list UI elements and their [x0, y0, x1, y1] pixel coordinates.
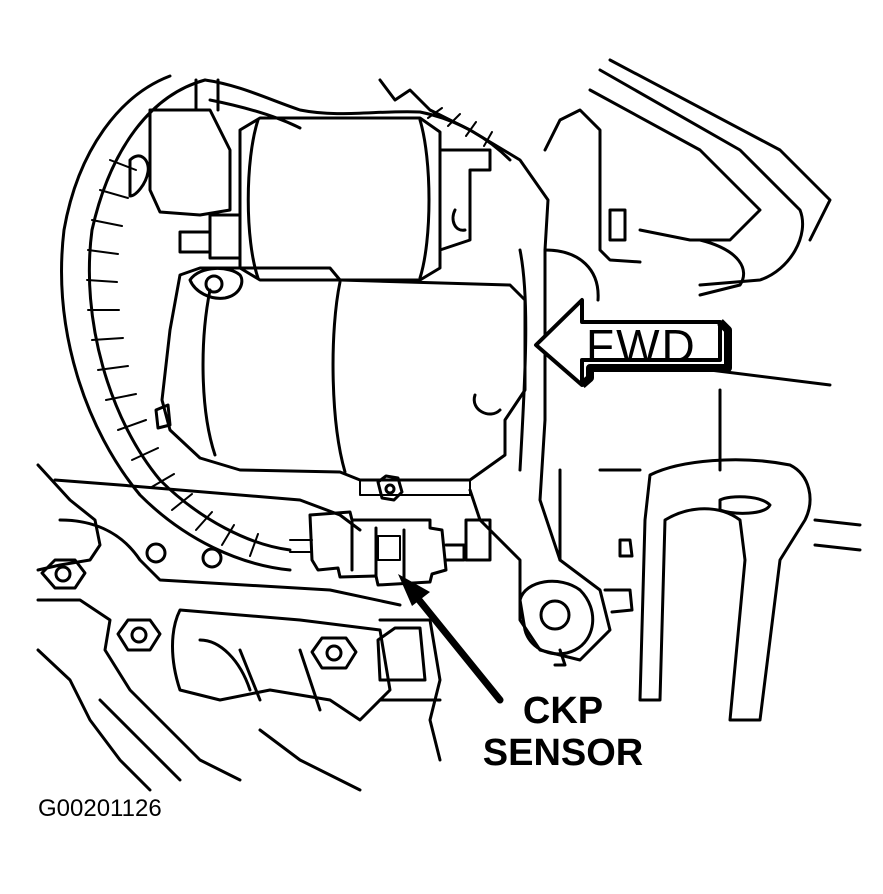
ckp-pointer-arrow: [398, 574, 504, 704]
ckp-sensor-connector: [289, 510, 466, 587]
fwd-label: FWD: [586, 320, 697, 372]
starter-motor: [154, 266, 527, 496]
engine-block: [378, 78, 642, 667]
ckp-sensor-label: CKP SENSOR: [478, 690, 648, 774]
figure-id: G00201126: [38, 795, 162, 822]
starter-solenoid: [178, 116, 492, 282]
bolts: [40, 474, 492, 682]
mount-bracket: [638, 368, 862, 722]
transaxle-housing: [36, 463, 442, 792]
wiring-harness: [60, 74, 512, 572]
ckp-label-line2: SENSOR: [482, 732, 644, 774]
fluid-lines: [543, 58, 832, 297]
ckp-label-line1: CKP: [522, 690, 604, 732]
fwd-arrow: [534, 298, 732, 389]
upper-bracket: [128, 78, 232, 217]
